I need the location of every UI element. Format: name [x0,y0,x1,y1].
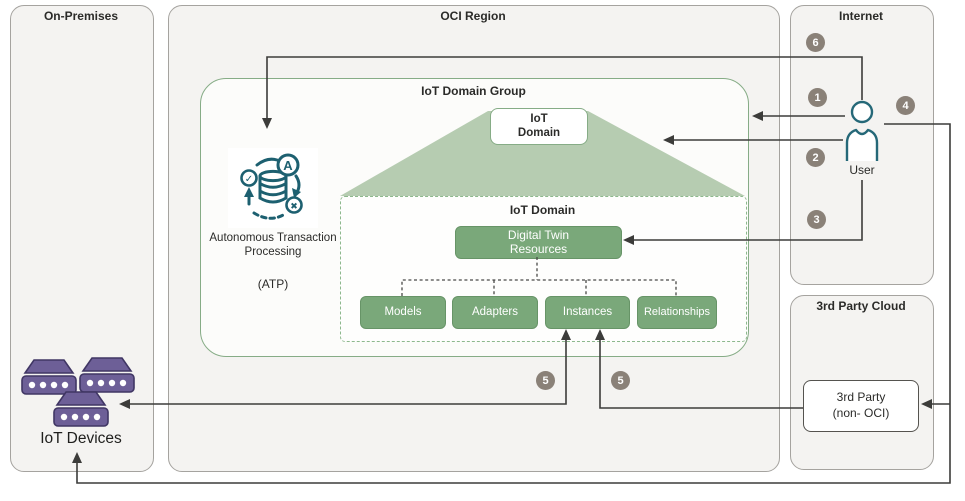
node-instances: Instances [545,296,630,329]
user-label: User [849,163,875,177]
atp-abbr: (ATP) [257,277,289,291]
iot-domain-inner-title: IoT Domain [509,203,576,217]
iot-domain-group-title: IoT Domain Group [421,84,526,98]
oci-region-title: OCI Region [440,9,506,23]
atp-icon: A ✓ ✖ [240,153,303,220]
digital-twin-resources-node: Digital Twin Resources [455,226,622,259]
step-badge-2: 2 [806,148,825,167]
third-party-node-line2: (non- OCI) [832,406,890,420]
iot-domain-top-label: IoT Domain [517,112,561,139]
node-adapters: Adapters [452,296,538,329]
step-badge-1: 1 [808,88,827,107]
iot-device-icon [53,391,109,427]
iot-domain-top-node: IoT Domain [490,108,588,145]
on-premises-title: On-Premises [43,9,119,23]
atp-label: Autonomous Transaction Processing [209,232,337,259]
atp-tile: A ✓ ✖ [228,148,318,228]
third-party-cloud-title: 3rd Party Cloud [816,299,906,313]
step-badge-5-third-party: 5 [611,371,630,390]
third-party-node-line1: 3rd Party [836,390,886,405]
digital-twin-resources-label: Digital Twin Resources [507,227,570,256]
step-badge-3: 3 [807,210,826,229]
svg-text:✓: ✓ [245,174,253,185]
node-models: Models [360,296,446,329]
iot-device-icon [21,359,77,395]
svg-text:✖: ✖ [290,202,298,212]
user-icon [845,100,879,161]
third-party-node: 3rd Party (non- OCI) [803,380,919,432]
step-badge-4: 4 [896,96,915,115]
internet-title: Internet [838,9,883,23]
svg-text:A: A [283,158,293,173]
node-relationships: Relationships [637,296,717,329]
iot-devices-label: IoT Devices [40,430,122,447]
step-badge-5-devices: 5 [536,371,555,390]
step-badge-6: 6 [806,33,825,52]
